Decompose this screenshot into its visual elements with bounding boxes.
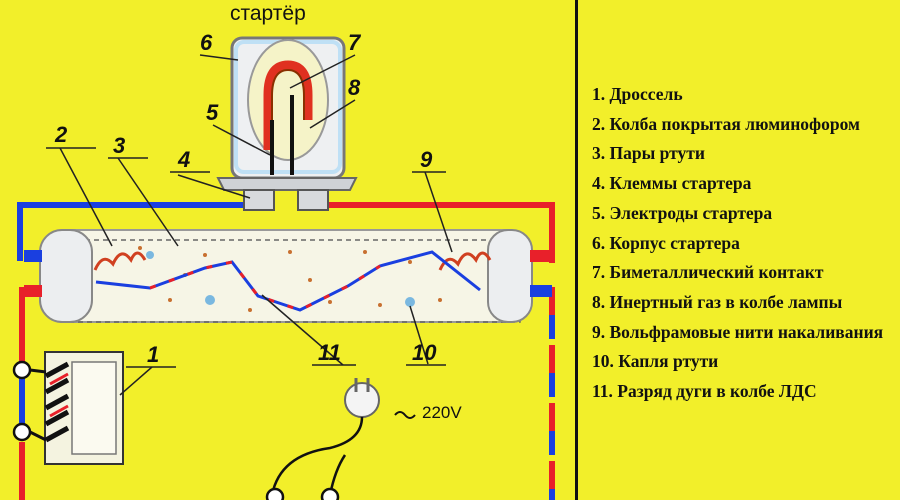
plug-head (344, 382, 380, 418)
starter (216, 36, 358, 211)
filament-right (438, 251, 492, 271)
plug-cord (270, 416, 364, 496)
choke-terminal-top (12, 360, 32, 380)
callout-8: 8 (348, 75, 361, 100)
arc-discharge (95, 250, 481, 312)
callout-10: 10 (412, 340, 437, 365)
lamp-circuit-diagram: стартёр 220V 1 2 3 4 5 6 7 8 9 10 11 (12, 2, 555, 500)
callout-7: 7 (348, 30, 362, 55)
callout-2: 2 (54, 122, 68, 147)
bimetal-contact (263, 60, 313, 150)
callout-5: 5 (206, 100, 219, 125)
leader-lines (46, 54, 453, 396)
mains-plug (265, 378, 416, 500)
legend-item: 10. Капля ртути (592, 351, 719, 372)
choke-coil (44, 361, 70, 443)
legend-item: 5. Электроды стартера (592, 202, 773, 223)
callout-3: 3 (113, 133, 125, 158)
voltage-label: 220V (422, 403, 462, 422)
legend-item: 9. Вольфрамовые нити накаливания (592, 321, 884, 342)
legend-item: 1. Дроссель (592, 84, 683, 104)
lamp-bulb (39, 229, 533, 323)
choke-terminal-bottom (12, 422, 32, 442)
callout-9: 9 (420, 147, 433, 172)
wire-blue-top (17, 202, 248, 261)
wire-red-top (319, 202, 555, 263)
starter-terminal-left (243, 189, 275, 211)
callout-1: 1 (147, 342, 159, 367)
starter-terminal-right (297, 189, 329, 211)
legend-item: 11. Разряд дуги в колбе ЛДС (592, 381, 817, 402)
mercury-drops (146, 251, 415, 307)
legend-item: 4. Клеммы стартера (592, 173, 752, 194)
filament-left (93, 251, 147, 271)
wiring (17, 202, 555, 500)
legend-item: 2. Колба покрытая люминофором (592, 113, 860, 134)
lamp-cap-right (487, 229, 533, 323)
legend-item: 8. Инертный газ в колбе лампы (592, 291, 843, 312)
legend-item: 6. Корпус стартера (592, 232, 740, 253)
starter-title: стартёр (230, 2, 306, 25)
lamp-tube (24, 229, 552, 323)
legend-item: 7. Биметаллический контакт (592, 262, 824, 283)
callout-6: 6 (200, 30, 213, 55)
callout-4: 4 (177, 147, 190, 172)
callout-11: 11 (318, 340, 341, 365)
choke (12, 351, 124, 465)
starter-base (216, 177, 358, 191)
legend-item: 3. Пары ртути (592, 143, 705, 164)
lamp-cap-left (39, 229, 93, 323)
starter-bulb (247, 39, 329, 161)
legend-panel: 1. Дроссель 2. Колба покрытая люминофоро… (575, 0, 900, 500)
legend-list: 1. Дроссель 2. Колба покрытая люминофоро… (592, 80, 883, 407)
